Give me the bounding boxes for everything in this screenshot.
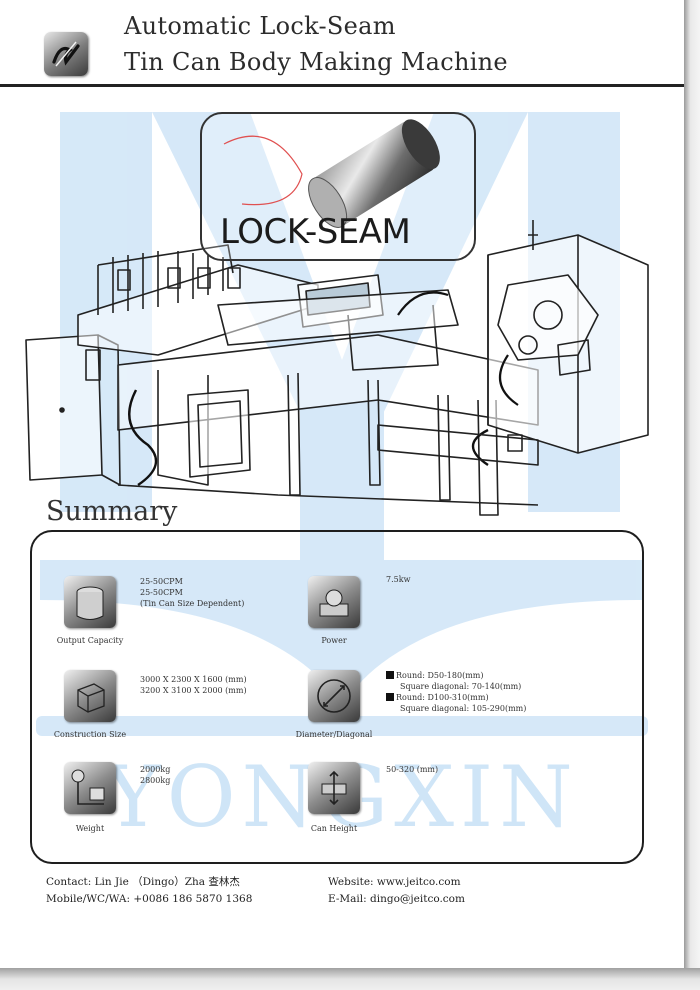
page-edge-right (684, 0, 700, 990)
summary-box (30, 530, 644, 864)
brochure-page: YONGXIN Automatic Lock-Seam Tin Can Body… (0, 0, 684, 968)
spec-caption-size: Construction Size (53, 730, 127, 739)
spec-caption-output: Output Capacity (56, 636, 124, 645)
spec-line: Square diagonal: 70-140(mm) (400, 682, 522, 691)
contact-web-block: Website: www.jeitco.com E-Mail: dingo@je… (328, 874, 465, 908)
contact-email: E-Mail: dingo@jeitco.com (328, 893, 465, 905)
spec-caption-weight: Weight (75, 824, 105, 833)
header-divider (0, 84, 684, 87)
spec-text-diameter: Round: D50-180(mm) Square diagonal: 70-1… (386, 670, 526, 714)
can-icon (64, 576, 116, 628)
spec-text-power: 7.5kw (386, 574, 410, 585)
cube-icon (64, 670, 116, 722)
page-edge-bottom (0, 968, 700, 990)
lock-seam-callout: LOCK-SEAM (200, 112, 476, 261)
contact-block: Contact: Lin Jie （Dingo）Zha 查林杰 Mobile/W… (46, 874, 252, 908)
can-illustration (223, 119, 440, 228)
machine-drawing (25, 220, 649, 516)
title-line-2: Tin Can Body Making Machine (124, 48, 508, 76)
contact-name: Contact: Lin Jie （Dingo）Zha 查林杰 (46, 876, 240, 888)
company-logo (44, 32, 88, 76)
spec-line: Round: D50-180(mm) (396, 671, 484, 680)
spec-line: (Tin Can Size Dependent) (140, 599, 245, 608)
spec-caption-power: Power (321, 636, 347, 645)
page-title: Automatic Lock-Seam Tin Can Body Making … (124, 8, 508, 80)
spec-line: 2000kg (140, 765, 171, 774)
spec-line: 3200 X 3100 X 2000 (mm) (140, 686, 247, 695)
lock-seam-label: LOCK-SEAM (220, 212, 411, 252)
spec-line: 25-50CPM (140, 577, 183, 586)
height-icon (308, 762, 360, 814)
contact-phone: Mobile/WC/WA: +0086 186 5870 1368 (46, 893, 253, 905)
spec-text-height: 50-320 (mm) (386, 764, 438, 775)
spec-text-output: 25-50CPM 25-50CPM (Tin Can Size Dependen… (140, 576, 244, 609)
title-line-1: Automatic Lock-Seam (124, 12, 396, 40)
contact-website: Website: www.jeitco.com (328, 876, 461, 888)
spec-line: Square diagonal: 105-290(mm) (400, 704, 527, 713)
spec-line: 25-50CPM (140, 588, 183, 597)
bullet-square-icon (386, 693, 394, 701)
spec-line: 3000 X 2300 X 1600 (mm) (140, 675, 247, 684)
spec-text-weight: 2000kg 2800kg (140, 764, 170, 786)
weight-icon (64, 762, 116, 814)
spec-caption-diameter: Diameter/Diagonal (295, 730, 373, 739)
spec-line: 2800kg (140, 776, 171, 785)
power-icon (308, 576, 360, 628)
spec-line: Round: D100-310(mm) (396, 693, 489, 702)
bullet-square-icon (386, 671, 394, 679)
spec-text-size: 3000 X 2300 X 1600 (mm) 3200 X 3100 X 20… (140, 674, 247, 696)
diameter-icon (308, 670, 360, 722)
spec-line: 50-320 (mm) (386, 765, 439, 774)
spec-line: 7.5kw (386, 575, 411, 584)
summary-heading: Summary (46, 496, 178, 527)
spec-caption-height: Can Height (310, 824, 358, 833)
